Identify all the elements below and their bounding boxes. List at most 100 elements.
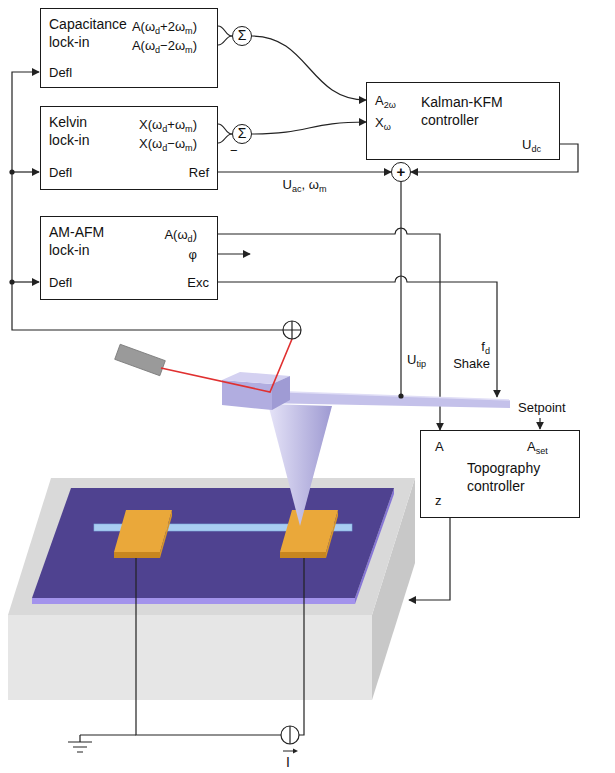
box-title: AM-AFM lock-in [49,223,113,259]
tip-contact-dot [398,393,403,398]
photodiode-cross [283,321,301,339]
subscript: d [188,234,193,244]
port-label: Defl [49,65,72,81]
junction-dot [9,279,14,284]
laser-beam [161,339,292,392]
port-label: z [435,493,442,509]
photodiode [283,321,301,339]
excitation-wire [218,276,497,397]
port-label: Exc [187,275,209,291]
current-source [281,726,299,744]
connector [252,36,366,100]
electrode-side [160,510,172,558]
port-label: A [435,439,444,455]
signal-label: Shake [453,356,490,372]
subscript: d [162,143,167,153]
text-run: A(ω [132,19,155,34]
deflection-wire [12,171,39,172]
subscript: m [319,184,327,194]
port-label: Defl [49,165,72,181]
controller-box: Kalman-KFM controller A2ωXωUdc [366,82,560,160]
cantilever-edge [262,391,510,400]
junction-dot [9,169,14,174]
setpoint-arrow [539,418,540,429]
deflection-wire [12,281,39,282]
text-run: ) [193,117,197,132]
text-run: A(ω [164,227,187,242]
subscript: m [185,143,193,153]
electrode-side [326,510,338,558]
adder-junction: + [391,162,411,182]
current-label: I [286,754,290,770]
signal-label: Utip [407,352,426,368]
subscript: d [155,45,160,55]
text-run: f [481,339,485,354]
vector-arrow [283,751,294,752]
text-run: U [522,137,531,152]
text-run: , ω [302,177,319,192]
text-run: A [375,93,384,108]
subscript: 2ω [384,100,396,110]
sign-label: − [230,143,238,159]
port-label: φ [189,247,197,263]
subscript: d [162,124,167,134]
lock-in-box: AM-AFM lock-in A(ωd) φDefl Exc [40,216,218,300]
text-run: X(ω [139,136,162,151]
connector [218,134,232,143]
text-run: +2ω [160,19,185,34]
connector [218,26,232,36]
port-label: Xω [375,115,391,131]
circuit-wire [80,734,136,735]
subscript: ac [292,184,302,194]
subscript: m [185,124,193,134]
text-run: U [283,177,292,192]
port-label: A(ωd) [164,227,197,243]
port-label: Udc [522,137,541,153]
cantilever-chip [222,380,272,410]
text-run: ) [193,38,197,53]
text-run: ) [193,19,197,34]
lock-in-box: Kelvin lock-inX(ωd+ωm)X(ωd−ωm)DeflRef [40,106,218,190]
box-title: Topography controller [467,459,557,495]
text-run: X [375,115,384,130]
subscript: m [185,45,193,55]
lock-in-box: Capacitance lock-inA(ωd+2ωm)A(ωd−2ωm)Def… [40,8,218,88]
summing-junction: Σ [232,26,252,46]
subscript: d [155,26,160,36]
text-run: +ω [167,117,185,132]
signal-label: Setpoint [518,400,566,416]
signal-label: fd [481,339,490,355]
text-run: ) [193,136,197,151]
connector [218,124,232,134]
text-run: A [527,439,536,454]
edge-label: Uac, ωm [281,177,329,193]
connector [218,36,232,45]
box-title: Kelvin lock-in [49,113,109,149]
port-label: X(ωd+ωm) [139,117,197,133]
text-run: A(ω [132,38,155,53]
port-label: Aset [527,439,548,455]
operator-symbol: Σ [233,125,251,142]
port-label: A(ωd−2ωm) [132,38,197,54]
text-run: X(ω [139,117,162,132]
vector-arrowhead [293,749,298,754]
text-run: U [407,352,416,367]
text-run: ) [193,227,197,242]
box-title: Kalman-KFM controller [421,93,519,129]
connector [252,122,366,134]
subscript: set [536,446,548,456]
summing-junction: Σ [232,124,252,144]
substrate-edge [32,598,355,604]
port-label: A(ωd+2ωm) [132,19,197,35]
connector [218,171,391,172]
afm-tip [268,404,332,526]
tip-voltage-wire [400,182,401,394]
electrode-front [114,552,160,558]
electrode-front [280,552,326,558]
subscript: tip [416,359,426,369]
text-run: −ω [167,136,185,151]
port-label: Defl [49,275,72,291]
sample-block-top [8,478,415,615]
